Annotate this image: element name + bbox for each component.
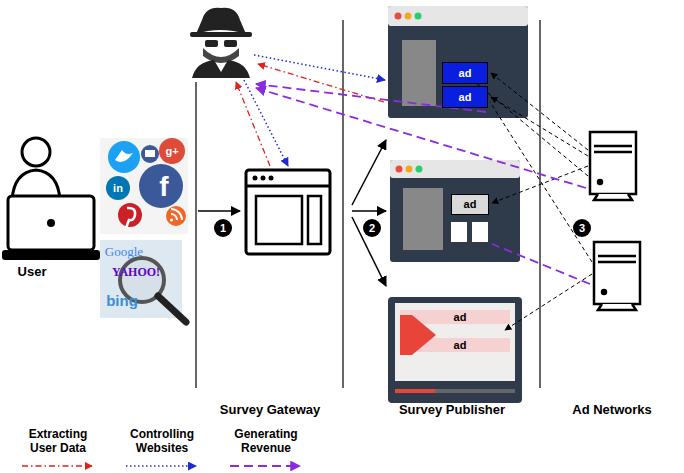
ad-label: ad: [459, 67, 472, 79]
column-label: Ad Networks: [572, 403, 651, 416]
ad-box: ad: [451, 194, 489, 215]
ad-box: ad: [442, 62, 488, 84]
ad-label: ad: [464, 198, 477, 210]
logo-text: in: [113, 183, 123, 194]
user-icon: [2, 138, 100, 260]
legend-sample: [230, 465, 300, 467]
logo-text: f: [159, 173, 168, 201]
legend-sample: [126, 465, 196, 467]
ad-label: ad: [454, 339, 467, 351]
publisher-window: [390, 160, 520, 262]
legend-text: Controlling Websites: [120, 427, 204, 455]
logo-text: Google: [105, 245, 143, 258]
actor-label: User: [18, 265, 47, 278]
ad-box: ad: [445, 338, 475, 352]
logo-text: bing: [106, 293, 138, 308]
attacker-icon: [190, 8, 252, 78]
video-player: [388, 297, 522, 403]
column-label: Survey Publisher: [399, 403, 505, 416]
social-media-icons: [100, 138, 188, 234]
ad-label: ad: [459, 91, 472, 103]
callout-number: 1: [220, 223, 226, 234]
legend-text: Extracting User Data: [16, 427, 100, 455]
survey-gateway-window: [246, 170, 330, 254]
column-label: Survey Gateway: [220, 403, 320, 416]
ad-label: ad: [454, 311, 467, 323]
publisher-window: [388, 6, 528, 118]
callout-number: 2: [369, 223, 375, 234]
callout-number: 3: [579, 223, 585, 234]
logo-text: g+: [165, 146, 178, 157]
ad-box: ad: [445, 310, 475, 324]
ad-box: ad: [442, 86, 488, 108]
legend-sample: [22, 465, 92, 466]
legend-text: Generating Revenue: [224, 427, 308, 455]
search-engine-icons: [100, 240, 186, 322]
logo-text: YAHOO!: [112, 266, 160, 278]
ad-server: [590, 132, 640, 310]
